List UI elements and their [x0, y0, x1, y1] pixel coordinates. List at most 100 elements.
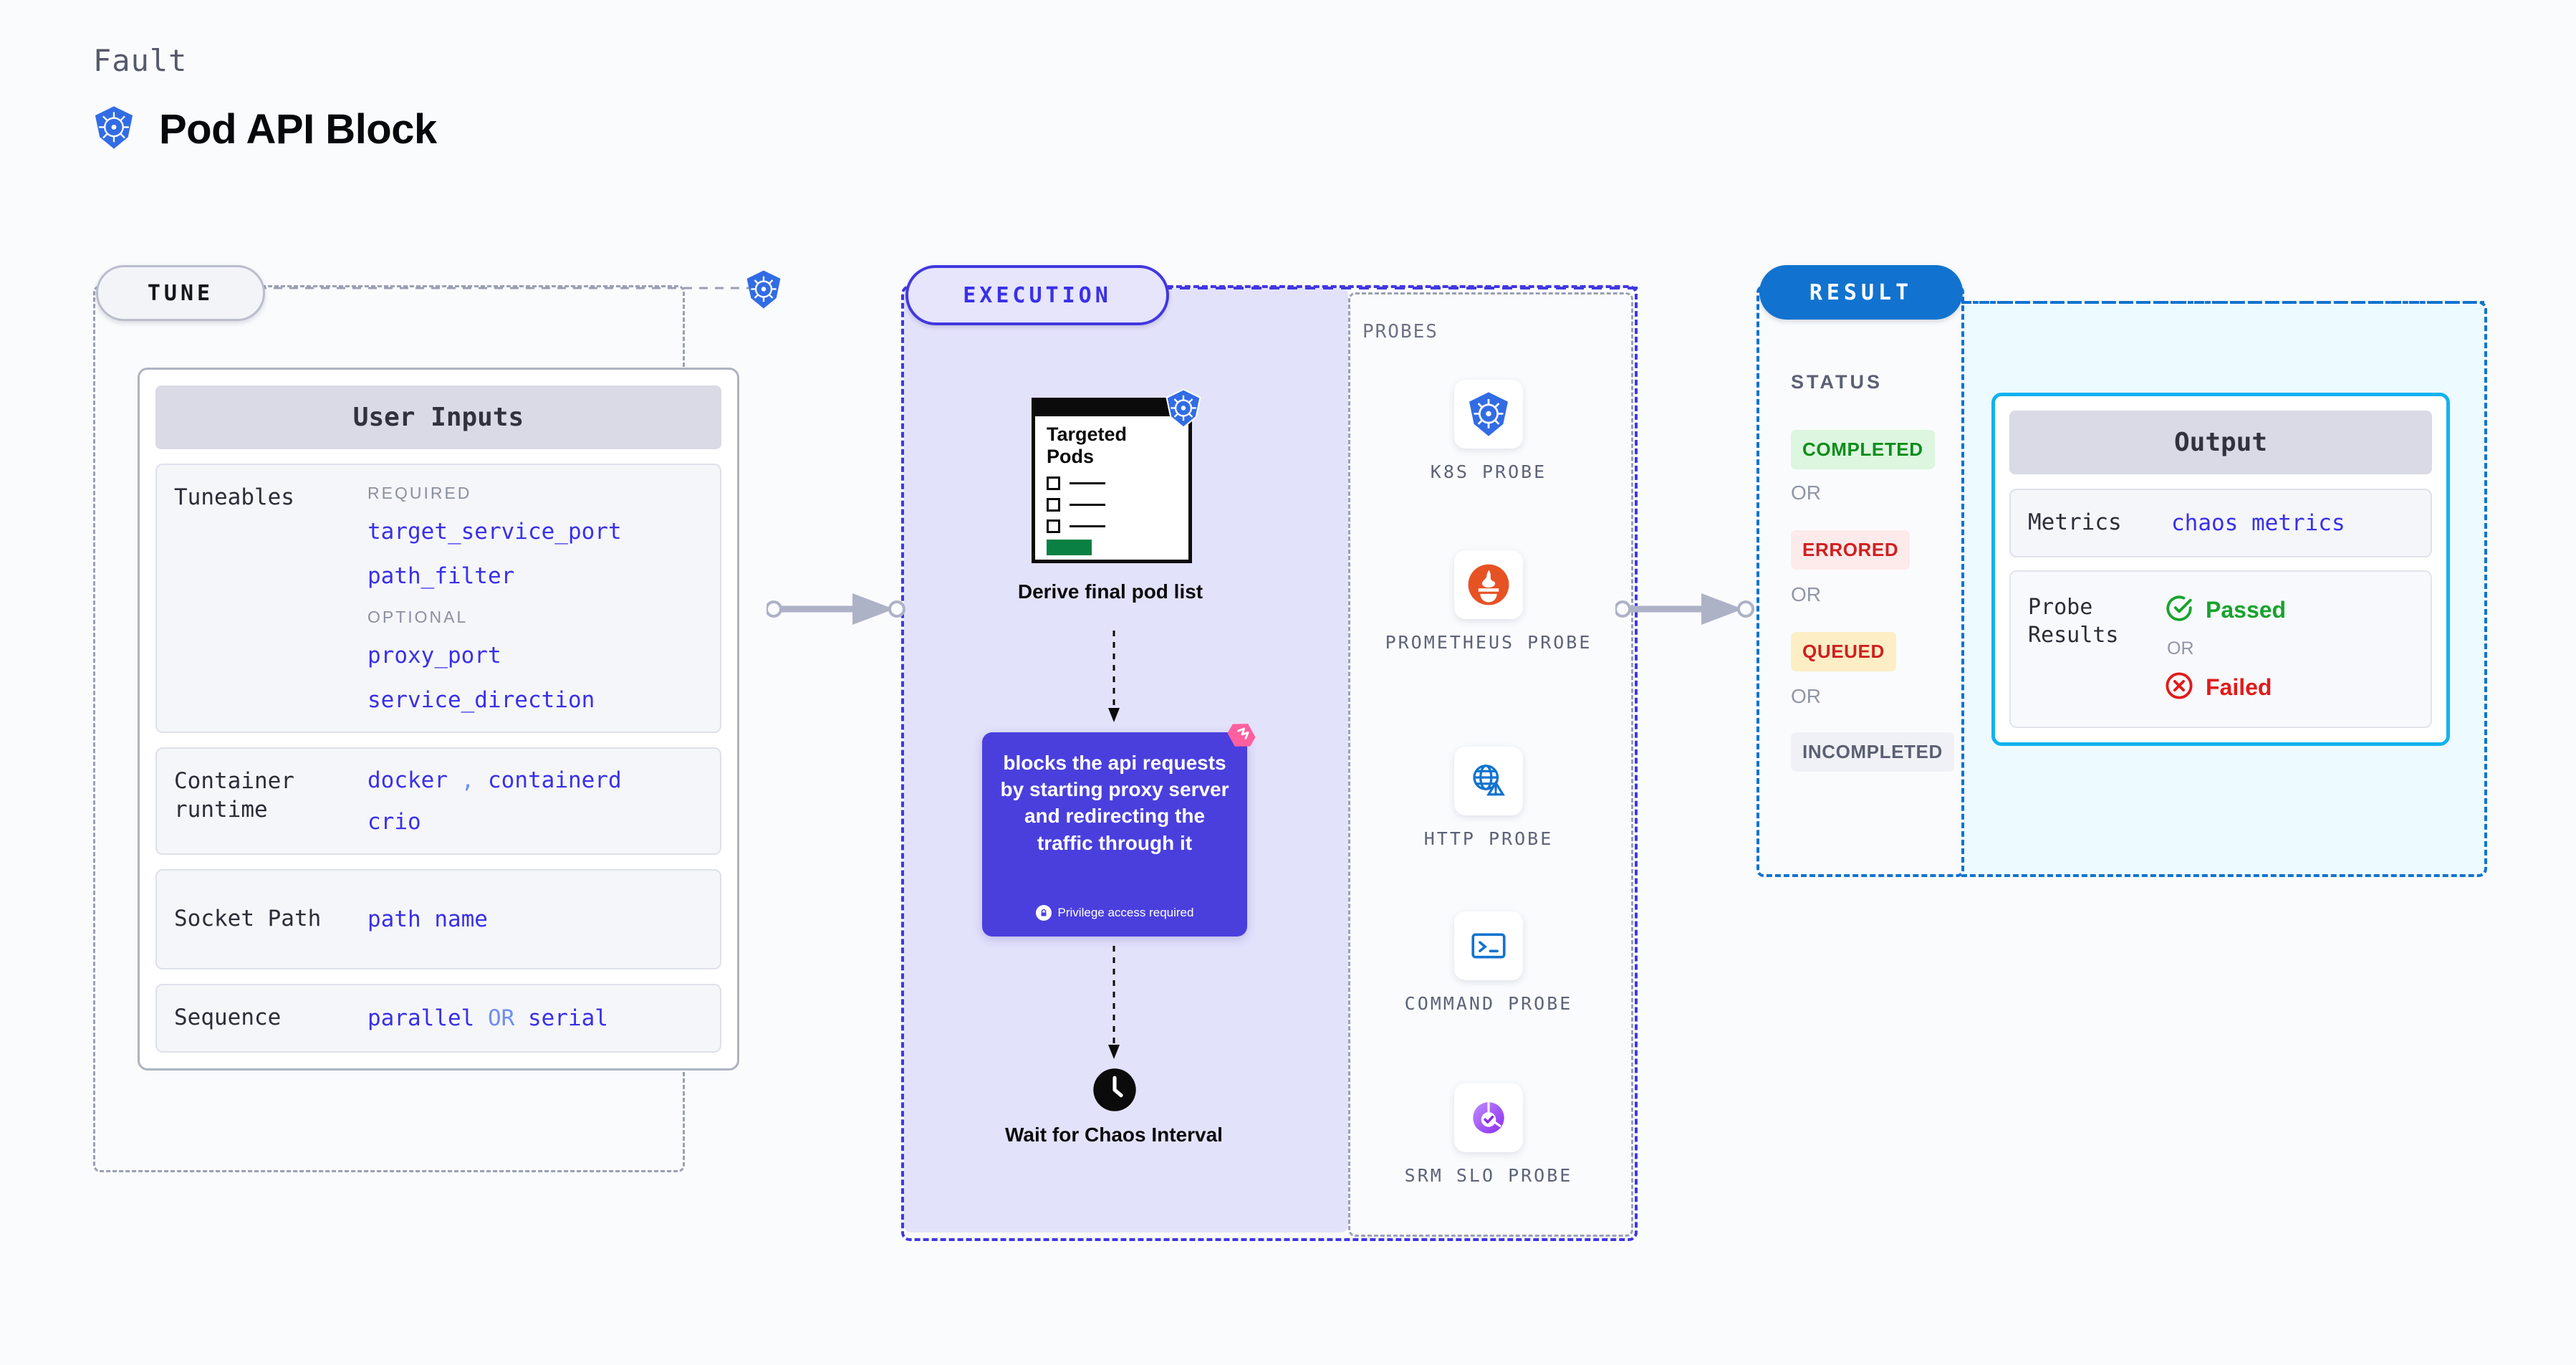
tuneable-proxy-port[interactable]: proxy_port: [367, 643, 501, 669]
tune-pill[interactable]: TUNE: [96, 265, 265, 321]
checkbox-icon: [1047, 476, 1060, 490]
execution-header-connector: [1162, 287, 1642, 289]
or-label: OR: [2167, 638, 2194, 658]
output-card: Output Metrics chaos metrics Probe Resul…: [1991, 393, 2450, 746]
probe-result-passed: Passed: [2164, 593, 2413, 627]
probes-title: PROBES: [1363, 321, 1438, 343]
runtime-separator: ,: [461, 767, 475, 793]
sequence-row: Sequence parallel OR serial: [155, 984, 721, 1053]
runtime-docker[interactable]: docker: [367, 767, 448, 793]
tuneable-target-service-port[interactable]: target_service_port: [367, 519, 622, 545]
socket-path-value[interactable]: path name: [367, 906, 488, 932]
output-title: Output: [2009, 411, 2432, 474]
metrics-label: Metrics: [2028, 509, 2122, 535]
container-runtime-row: Container runtime docker , containerd cr…: [155, 747, 721, 855]
action-description-card: blocks the api requests by starting prox…: [982, 724, 1256, 937]
checkbox-icon: [1047, 519, 1060, 533]
pods-card-topbar: [1032, 398, 1192, 416]
kubernetes-icon: [1165, 388, 1202, 432]
container-runtime-label: Container runtime: [174, 768, 294, 823]
globe-warning-icon: [1454, 747, 1523, 815]
action-description-text: blocks the api requests by starting prox…: [1000, 752, 1229, 854]
pods-caption: Derive final pod list: [1017, 580, 1203, 603]
clock-icon: [1092, 1068, 1137, 1116]
probe-prometheus[interactable]: PROMETHEUS PROBE: [1381, 550, 1596, 655]
pods-list-item: [1047, 476, 1105, 490]
runtime-crio[interactable]: crio: [367, 809, 421, 835]
terminal-icon: [1454, 911, 1523, 980]
wait-caption: Wait for Chaos Interval: [1005, 1124, 1223, 1146]
probe-label: K8S PROBE: [1430, 461, 1547, 482]
lock-icon: [1035, 905, 1052, 921]
privilege-note: Privilege access required: [982, 905, 1247, 921]
probe-command[interactable]: COMMAND PROBE: [1381, 911, 1596, 1016]
status-title: STATUS: [1791, 371, 1883, 393]
probe-k8s[interactable]: K8S PROBE: [1381, 380, 1596, 484]
kubernetes-icon: [745, 269, 782, 313]
execution-to-result-connector: [1615, 593, 1754, 625]
sequence-joiner: OR: [487, 1005, 515, 1031]
status-badge-incompleted: INCOMPLETED: [1791, 732, 1954, 772]
or-label: OR: [1791, 685, 1821, 707]
list-dash: [1070, 504, 1105, 506]
check-circle-icon: [2164, 593, 2194, 627]
kubernetes-icon: [1454, 380, 1523, 449]
pods-to-action-arrow: [1108, 631, 1120, 722]
pods-list-item: [1047, 498, 1105, 512]
prometheus-icon: [1454, 550, 1523, 619]
probe-label: SRM SLO PROBE: [1404, 1165, 1573, 1186]
result-pill[interactable]: RESULT: [1759, 265, 1963, 320]
pods-progress-bar: [1047, 540, 1092, 555]
status-badge-completed: COMPLETED: [1791, 430, 1935, 469]
tuneable-path-filter[interactable]: path_filter: [367, 563, 515, 589]
list-dash: [1070, 525, 1105, 527]
action-to-wait-arrow: [1108, 946, 1120, 1059]
probe-http[interactable]: HTTP PROBE: [1381, 747, 1596, 851]
tuneables-values: REQUIRED target_service_port path_filter…: [367, 484, 703, 713]
metrics-row: Metrics chaos metrics: [2009, 489, 2432, 557]
fault-kicker: Fault: [93, 43, 188, 78]
metrics-value[interactable]: chaos metrics: [2171, 509, 2345, 536]
socket-path-label: Socket Path: [174, 906, 322, 932]
kubernetes-icon: [93, 105, 135, 153]
x-circle-icon: [2164, 671, 2194, 704]
status-badge-errored: ERRORED: [1791, 530, 1911, 570]
harness-icon: [1226, 719, 1257, 755]
probe-results-row: Probe Results Passed OR Failed: [2009, 570, 2432, 728]
privilege-note-text: Privilege access required: [1057, 906, 1194, 919]
user-inputs-title: User Inputs: [155, 385, 721, 449]
probe-result-failed: Failed: [2164, 671, 2413, 704]
list-dash: [1070, 482, 1105, 484]
runtime-containerd[interactable]: containerd: [488, 767, 622, 793]
page-header: Fault Pod API Block: [93, 43, 437, 153]
tune-header-connector: [258, 287, 752, 289]
required-heading: REQUIRED: [367, 484, 472, 502]
probe-label: PROMETHEUS PROBE: [1385, 632, 1592, 653]
execution-pill[interactable]: EXECUTION: [905, 265, 1169, 325]
container-runtime-values: docker , containerd crio: [367, 767, 703, 835]
or-label: OR: [1791, 583, 1821, 605]
sequence-serial[interactable]: serial: [527, 1005, 608, 1031]
sequence-label: Sequence: [174, 1005, 282, 1030]
checkbox-icon: [1047, 498, 1060, 512]
page-title: Pod API Block: [159, 106, 437, 153]
socket-path-row: Socket Path path name: [155, 869, 721, 969]
title-row: Pod API Block: [93, 105, 437, 153]
tune-to-execution-connector: [766, 593, 905, 625]
probe-results-values: Passed OR Failed: [2164, 593, 2413, 705]
passed-label: Passed: [2206, 596, 2287, 623]
sequence-values: parallel OR serial: [367, 1005, 703, 1031]
pods-list-item: [1047, 519, 1105, 533]
probe-label: COMMAND PROBE: [1404, 993, 1573, 1014]
tuneable-service-direction[interactable]: service_direction: [367, 687, 595, 713]
failed-label: Failed: [2206, 674, 2272, 700]
or-label: OR: [1791, 482, 1821, 504]
tuneables-row: Tuneables REQUIRED target_service_port p…: [155, 464, 721, 733]
sequence-parallel[interactable]: parallel: [367, 1005, 475, 1031]
probe-label: HTTP PROBE: [1423, 828, 1554, 849]
user-inputs-card: User Inputs Tuneables REQUIRED target_se…: [138, 368, 739, 1071]
srm-slo-icon: [1454, 1083, 1523, 1152]
probe-srm-slo[interactable]: SRM SLO PROBE: [1381, 1083, 1596, 1188]
pods-card-title: Targeted Pods: [1047, 423, 1128, 468]
result-status-outline: [1756, 285, 1964, 877]
